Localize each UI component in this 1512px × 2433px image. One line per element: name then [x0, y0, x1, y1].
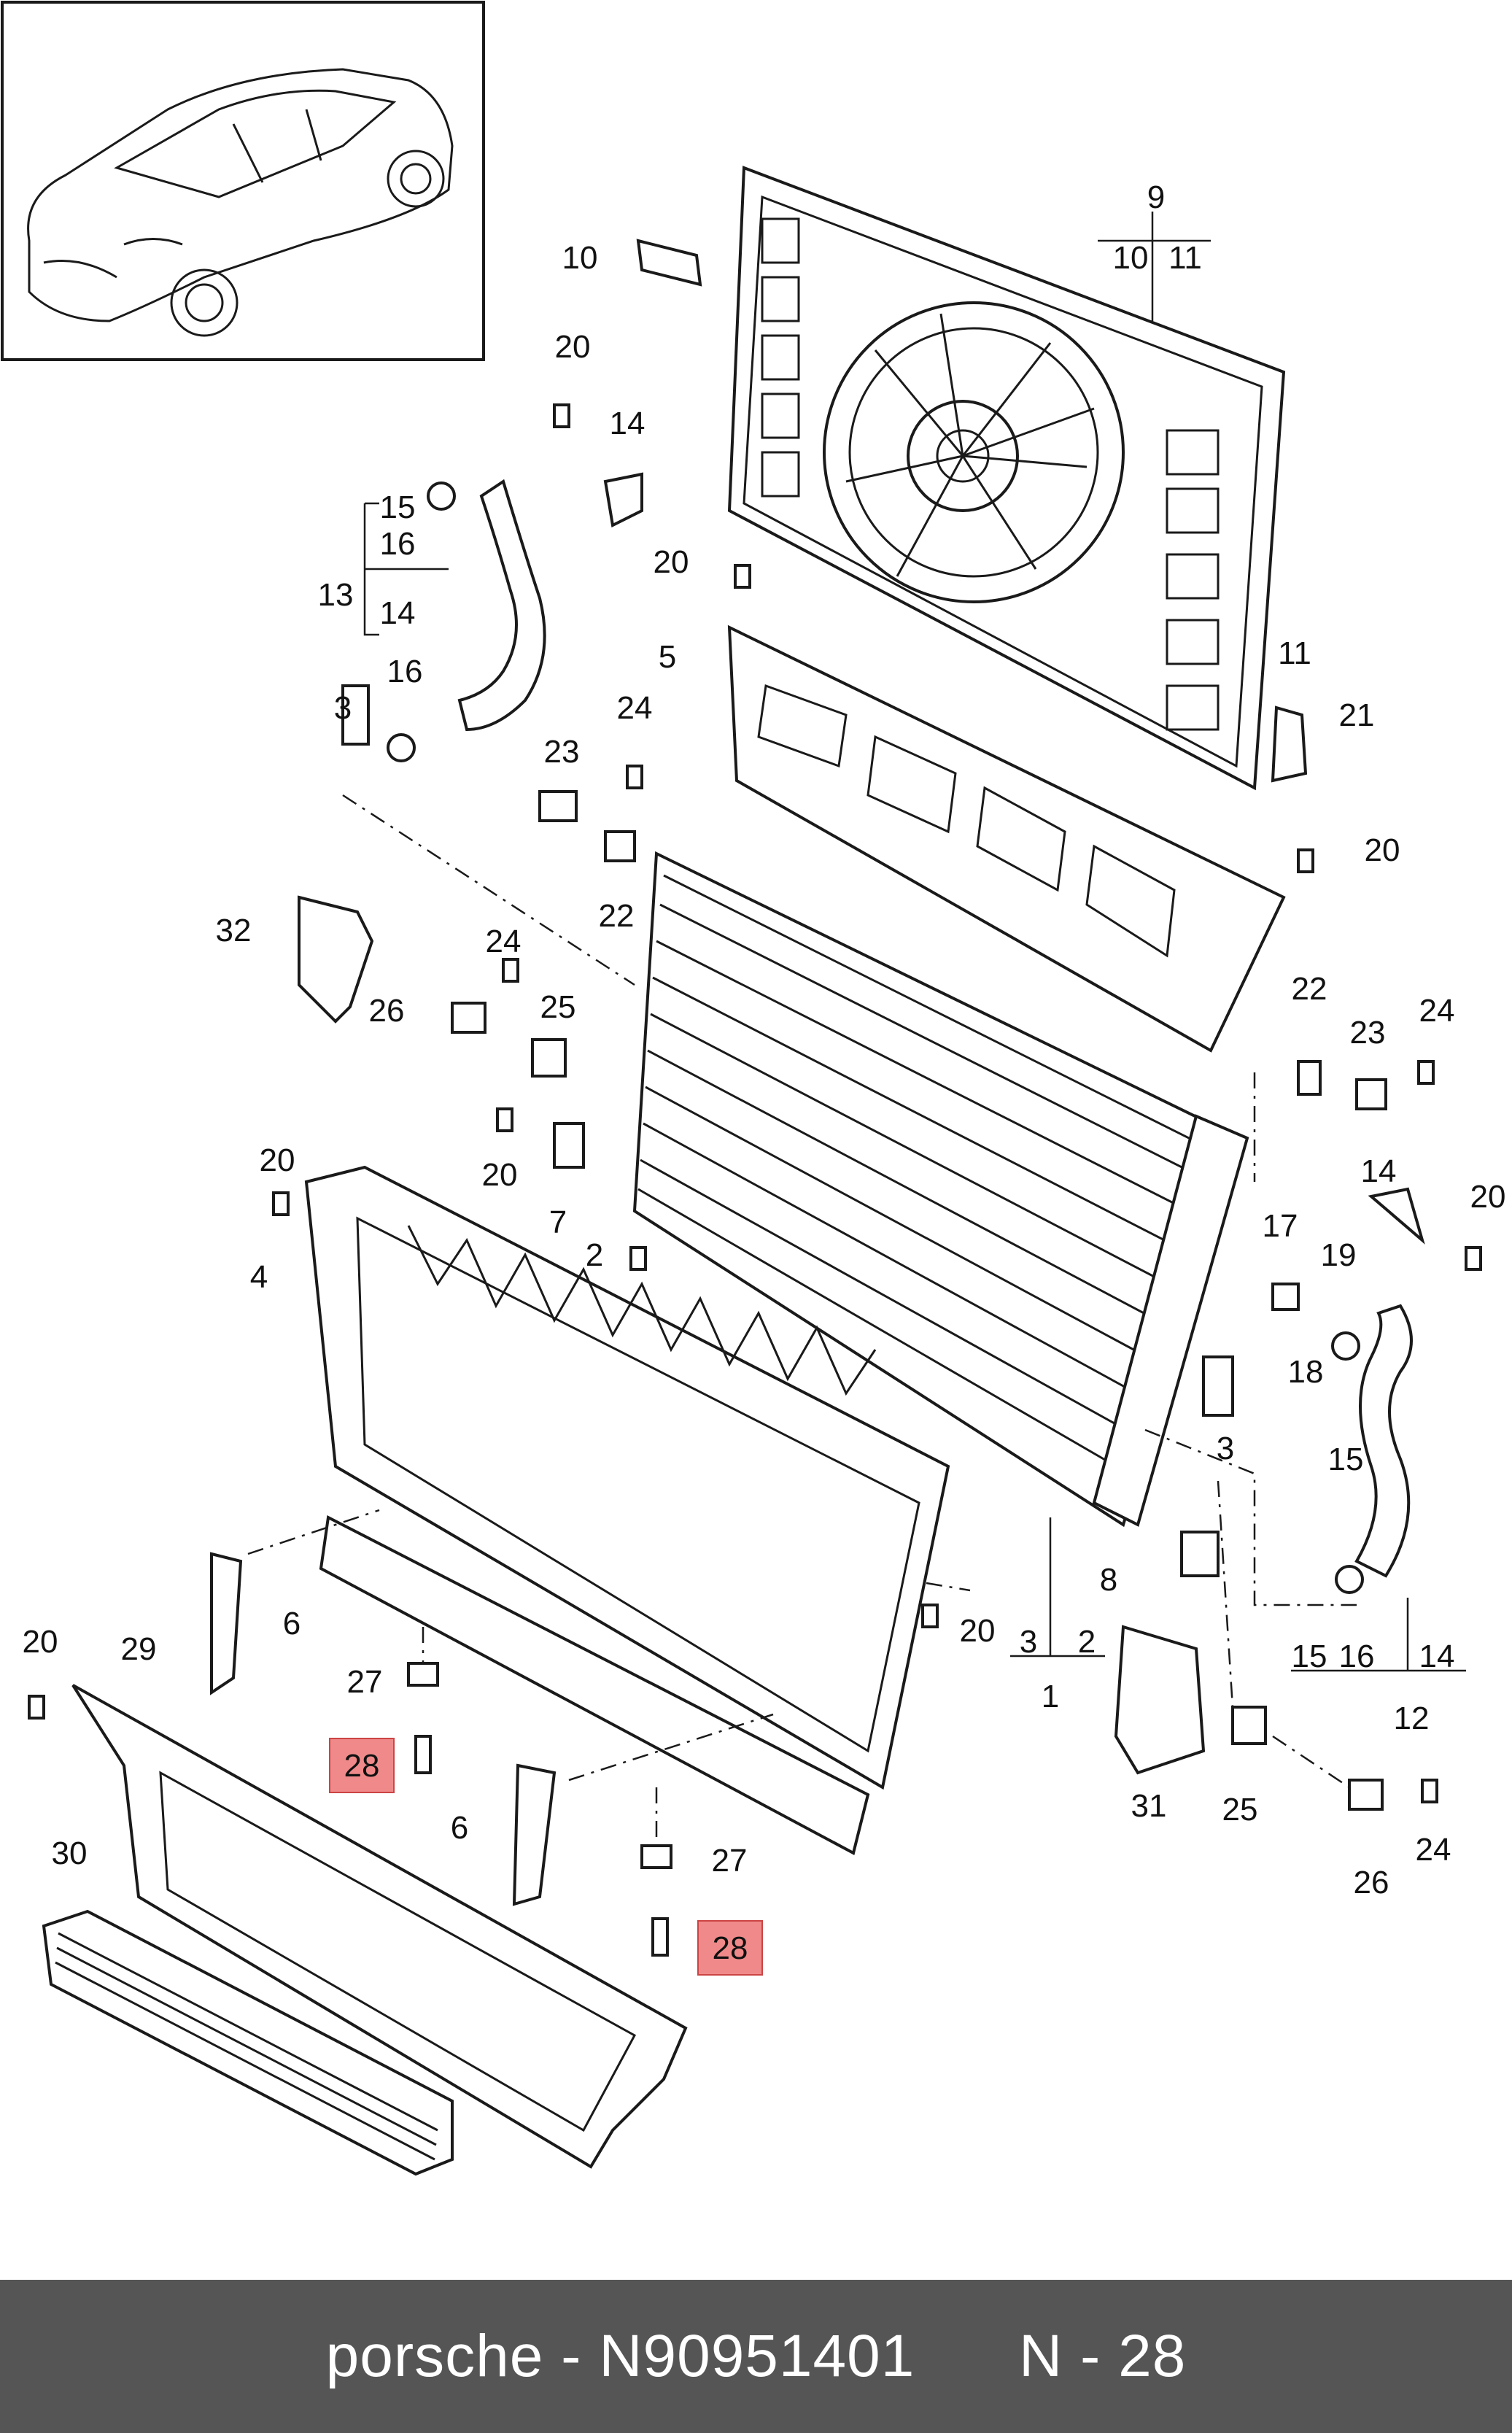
callout-19: 19: [1321, 1237, 1357, 1273]
callout-2b: 2: [1078, 1624, 1096, 1660]
callout-24c: 24: [1419, 993, 1455, 1029]
callout-24d: 24: [1416, 1832, 1451, 1868]
callout-6b: 6: [451, 1810, 468, 1846]
hose-12: [1354, 1304, 1413, 1578]
caption-gap: [915, 2322, 1019, 2391]
callout-14a: 14: [610, 406, 645, 441]
caption-bar: porsche - N90951401 N - 28: [0, 2280, 1512, 2433]
callout-10a: 10: [562, 240, 598, 276]
callout-18: 18: [1288, 1354, 1324, 1390]
callout-24a: 24: [617, 690, 653, 726]
callout-14c: 14: [1361, 1153, 1397, 1189]
callout-24b: 24: [486, 924, 522, 959]
callout-23b: 23: [1350, 1015, 1386, 1051]
callout-23a: 23: [544, 734, 580, 770]
hose-13: [457, 479, 546, 732]
alignment-lines: [247, 794, 1357, 1846]
callout-4: 4: [250, 1259, 268, 1295]
callout-20a: 20: [555, 329, 591, 365]
small-parts: [28, 403, 1482, 1957]
callout-12: 12: [1394, 1701, 1430, 1736]
callout-28a: 28: [344, 1748, 380, 1784]
callout-numbers: 1 2 2 3 3 3 4 5 6 6 7 8 9 10 10 11 11 12…: [23, 179, 1506, 1966]
callout-20b: 20: [654, 544, 689, 580]
callout-25a: 25: [540, 989, 576, 1025]
callout-26a: 26: [369, 993, 405, 1029]
callout-22b: 22: [1292, 971, 1327, 1007]
callout-10b: 10: [1113, 240, 1149, 276]
callout-22a: 22: [599, 898, 635, 934]
callout-26b: 26: [1354, 1865, 1389, 1900]
callout-14b: 14: [380, 595, 416, 631]
shroud-31: [1114, 1625, 1206, 1775]
callout-20f: 20: [1470, 1179, 1506, 1215]
callout-30: 30: [52, 1836, 88, 1871]
parts-diagram: 1 2 2 3 3 3 4 5 6 6 7 8 9 10 10 11 11 12…: [1, 1, 1506, 2176]
callout-20g: 20: [960, 1613, 996, 1649]
callout-20h: 20: [23, 1624, 58, 1660]
callout-3b: 3: [1217, 1431, 1234, 1466]
lower-beam: [319, 1515, 870, 1855]
callout-14d: 14: [1419, 1639, 1455, 1674]
callout-16a: 16: [387, 654, 423, 689]
highlight-28-left: [329, 1738, 395, 1793]
callout-31: 31: [1131, 1788, 1167, 1824]
caption-position: N - 28: [1019, 2323, 1187, 2389]
aux-cooler-30: [42, 1909, 454, 2176]
callout-7: 7: [549, 1204, 567, 1240]
fan-shroud: [727, 166, 1286, 791]
caption-brand: porsche: [325, 2323, 544, 2389]
frame-4: [304, 1165, 950, 1790]
callout-27b: 27: [712, 1843, 748, 1879]
bracket-32: [298, 895, 374, 1024]
callout-16c: 16: [1339, 1639, 1375, 1674]
callout-32: 32: [216, 913, 252, 948]
callout-21: 21: [1339, 697, 1375, 733]
radiator-1: [632, 851, 1249, 1528]
callout-20e: 20: [482, 1157, 518, 1193]
callout-27a: 27: [347, 1664, 383, 1700]
callout-2: 2: [586, 1237, 603, 1273]
callout-3a: 3: [334, 690, 352, 726]
callout-11a: 11: [1168, 240, 1202, 276]
air-guide-5: [727, 624, 1286, 1053]
callout-3c: 3: [1020, 1624, 1037, 1660]
bracket-10: [636, 239, 702, 287]
callout-9: 9: [1147, 179, 1165, 215]
callout-20c: 20: [1365, 832, 1400, 868]
callout-29: 29: [121, 1631, 157, 1667]
callout-25b: 25: [1222, 1792, 1258, 1827]
leader-lines: [363, 212, 1466, 1672]
bracket-11: [1271, 705, 1308, 783]
callout-16b: 16: [380, 526, 416, 562]
callout-6a: 6: [283, 1606, 301, 1641]
callout-1: 1: [1042, 1679, 1059, 1714]
callout-17: 17: [1263, 1208, 1298, 1244]
callout-20d: 20: [260, 1142, 295, 1178]
carrier-29: [71, 1684, 688, 2169]
vehicle-thumbnail: [1, 1, 485, 361]
callout-13: 13: [318, 577, 354, 613]
callout-5: 5: [659, 639, 676, 675]
callout-11b: 11: [1278, 635, 1311, 671]
callout-15b: 15: [1328, 1442, 1364, 1477]
callout-28b: 28: [713, 1930, 748, 1966]
caption-part-number: N90951401: [599, 2323, 915, 2389]
caption-separator: -: [543, 2323, 600, 2389]
callout-15c: 15: [1292, 1639, 1327, 1674]
callout-8: 8: [1100, 1562, 1117, 1598]
highlight-28-right: [697, 1920, 763, 1976]
callout-15a: 15: [380, 490, 416, 525]
